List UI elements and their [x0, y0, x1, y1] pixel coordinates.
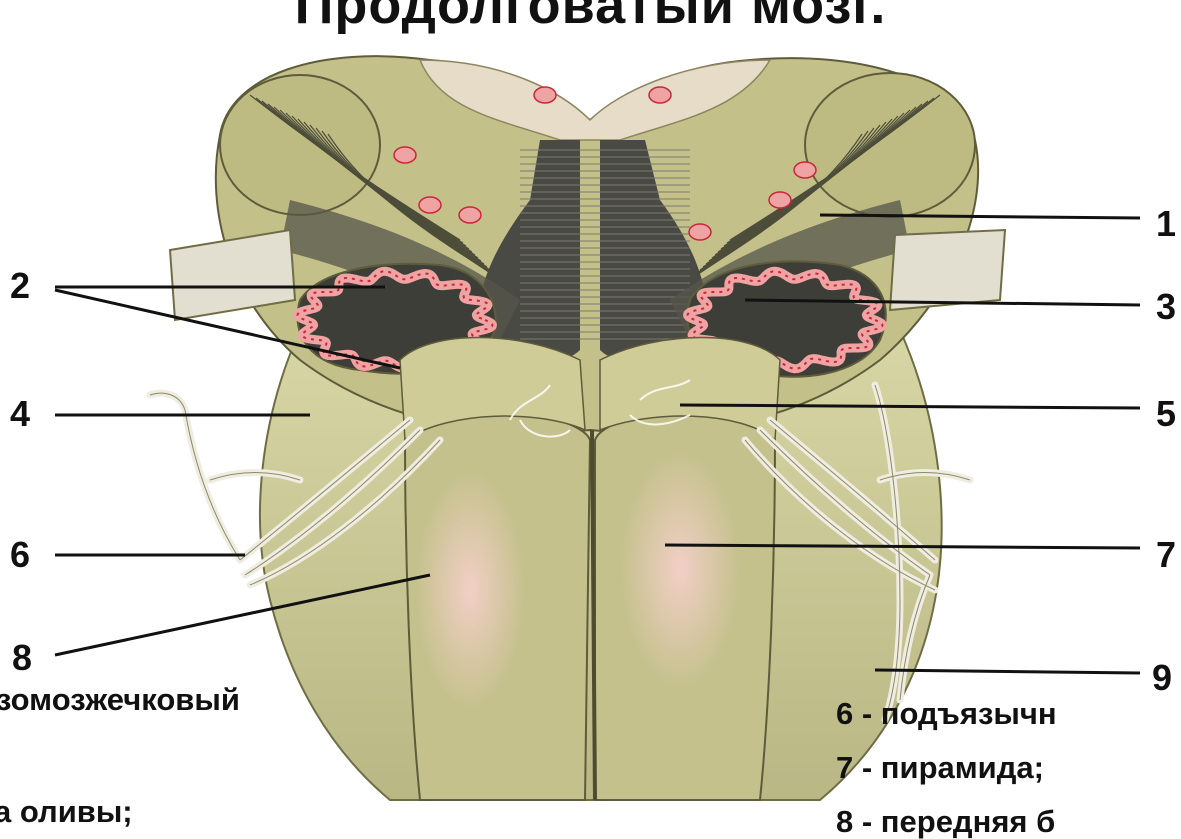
- caption-left-1: зомозжечковый: [0, 684, 240, 715]
- nucleus-dot: [419, 197, 441, 213]
- caption-left-2: а оливы;: [0, 796, 133, 827]
- right-nerve-stump: [890, 230, 1005, 310]
- label-1: 1: [1156, 206, 1176, 242]
- left-dorsal-lobe: [220, 75, 380, 215]
- right-pyramid-highlight: [620, 450, 740, 690]
- caption-right-2: 7 - пирамида;: [836, 752, 1044, 783]
- nucleus-dot: [769, 192, 791, 208]
- nucleus-dot: [459, 207, 481, 223]
- nucleus-dot: [689, 224, 711, 240]
- nucleus-dot: [534, 87, 556, 103]
- label-2: 2: [10, 268, 30, 304]
- nucleus-dot: [649, 87, 671, 103]
- label-6: 6: [10, 537, 30, 573]
- diagram-title: Продолговатый мозг.: [0, 0, 1181, 36]
- label-5: 5: [1156, 396, 1176, 432]
- label-7: 7: [1156, 537, 1176, 573]
- label-8: 8: [12, 640, 32, 676]
- caption-right-3: 8 - передняя б: [836, 806, 1055, 837]
- caption-right-1: 6 - подъязычн: [836, 698, 1057, 729]
- left-pyramid-highlight: [415, 470, 525, 710]
- leader-line: [875, 670, 1140, 673]
- label-9: 9: [1152, 660, 1172, 696]
- right-dorsal-lobe: [805, 73, 975, 217]
- label-4: 4: [10, 396, 30, 432]
- nucleus-dot: [794, 162, 816, 178]
- label-3: 3: [1156, 289, 1176, 325]
- nucleus-dot: [394, 147, 416, 163]
